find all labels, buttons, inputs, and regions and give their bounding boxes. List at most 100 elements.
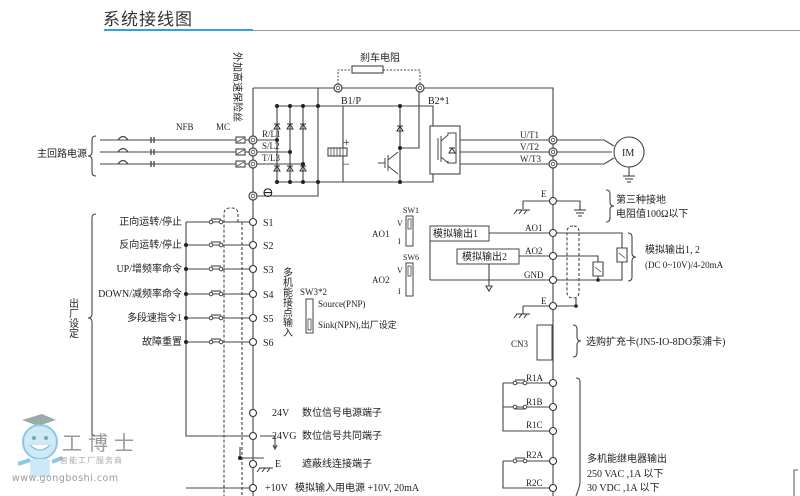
- motor-label: IM: [622, 148, 634, 159]
- sw3-sink: Sink(NPN),出厂设定: [318, 319, 397, 330]
- terminal-e1: [548, 196, 558, 206]
- term-e-desc: 遮蔽线连接端子: [302, 457, 372, 470]
- ao2-terminal-label: AO2: [525, 246, 543, 256]
- s5-label: S5: [263, 314, 274, 325]
- factory-brace: [87, 213, 97, 437]
- term-e: E: [275, 459, 281, 470]
- title-underline-accent: [104, 29, 253, 31]
- main-circuit: [87, 65, 645, 496]
- expansion-card-note: 选购扩充卡(JN5-IO-8DO泵浦卡): [586, 335, 725, 348]
- w-label: W/T3: [520, 154, 541, 164]
- v-label: V/T2: [520, 142, 539, 152]
- sw3-label: SW3*2: [300, 287, 327, 297]
- u-label: U/T1: [520, 130, 539, 140]
- sw3-switch[interactable]: [305, 298, 314, 334]
- s2-label: S2: [263, 241, 274, 252]
- terminal-s-label: S/L2: [262, 141, 280, 151]
- ground-brace: [605, 189, 615, 223]
- factory-setting-label: 出厂设定: [67, 297, 79, 339]
- r2c-label: R2C: [526, 478, 543, 488]
- r2a-label: R2A: [526, 450, 544, 460]
- terminal-s: [248, 147, 258, 157]
- page-title: 系统接线图: [103, 10, 193, 30]
- term-24v: 24V: [272, 408, 290, 419]
- term-24vg: 24VG: [272, 431, 296, 442]
- term-10v: +10V: [265, 483, 289, 494]
- gnd-terminal-label: GND: [524, 270, 544, 280]
- relay-note-2: 250 VAC ,1A 以下: [587, 469, 663, 480]
- input-brace: [87, 135, 97, 177]
- dc-capacitor: [327, 147, 348, 157]
- terminal-r: [248, 135, 258, 145]
- fuse-label: 外加高速保险丝: [231, 52, 244, 122]
- ao2-side-label: AO2: [372, 275, 390, 285]
- e-label-1: E: [541, 189, 547, 199]
- terminal-w: [548, 159, 558, 169]
- input-3-label: UP/增频率命令: [116, 262, 182, 275]
- terminal-b1: [333, 83, 343, 93]
- nfb-breakers: [117, 135, 129, 165]
- sw1-v: V: [397, 219, 403, 228]
- sw1-label: SW1: [403, 206, 419, 215]
- analog-output-2-label: 模拟输出2: [462, 250, 507, 263]
- input-1-label: 正向运转/停止: [119, 215, 182, 228]
- ground-note-1: 第三种接地: [616, 193, 666, 206]
- s4-label: S4: [263, 290, 274, 301]
- watermark-mascot-icon: [17, 414, 63, 477]
- brake-resistor-label: 刹车电阻: [360, 51, 400, 64]
- ao-note-2: (DC 0~10V)/4-20mA: [645, 260, 724, 270]
- input-5-label: 多段速指令1: [127, 311, 182, 324]
- mc-contacts: [150, 137, 155, 167]
- ground-note-2: 电阻值100Ω以下: [616, 207, 688, 220]
- s3-label: S3: [263, 265, 274, 276]
- ao-brace: [627, 232, 637, 282]
- mc-label: MC: [216, 122, 230, 132]
- analog-output-1-label: 模拟输出1: [433, 227, 478, 240]
- ao1-terminal-label: AO1: [525, 223, 543, 233]
- ao-note-1: 模拟输出1, 2: [645, 243, 700, 256]
- sw1-i: I: [398, 237, 401, 246]
- input-contacts: [208, 218, 224, 345]
- watermark-url: www.gongboshi.com: [12, 473, 119, 484]
- sw6-v: V: [397, 266, 403, 275]
- cn3-connector: [536, 324, 553, 361]
- inverter-module: [429, 125, 461, 175]
- brake-resistor: [351, 65, 384, 74]
- term-10v-desc: 模拟输入用电源 +10V, 20mA: [295, 481, 420, 494]
- b2-label: B2*1: [428, 96, 450, 107]
- relay-note-3: 30 VDC ,1A 以下: [587, 483, 660, 494]
- terminal-b2: [415, 83, 425, 93]
- sw6-label: SW6: [403, 253, 419, 262]
- sw6-switch[interactable]: [405, 262, 414, 297]
- terminal-v: [548, 147, 558, 157]
- s1-label: S1: [263, 218, 274, 229]
- analog-output-1-box: [429, 225, 490, 242]
- input-6-label: 故障重置: [142, 335, 182, 348]
- negative-symbol: ⊖: [262, 186, 274, 201]
- watermark-brand: 工博士: [62, 431, 140, 455]
- terminal-t-label: T/L3: [262, 153, 280, 163]
- cn3-label: CN3: [511, 339, 529, 349]
- sw3-source: Source(PNP): [318, 299, 366, 309]
- term-24v-desc: 数位信号电源端子: [302, 406, 382, 419]
- r1a-label: R1A: [526, 373, 544, 383]
- nfb-label: NFB: [176, 122, 194, 132]
- sw6-i: I: [398, 287, 401, 296]
- shield-cable: [223, 207, 239, 496]
- b1-label: B1/P: [341, 96, 361, 107]
- top-bus: [253, 87, 554, 496]
- terminal-u: [548, 135, 558, 145]
- multi-input-label: 多机能接点输入: [281, 266, 293, 337]
- ao1-side-label: AO1: [372, 229, 390, 239]
- watermark-subtitle: 智能工厂服务商: [60, 456, 123, 465]
- sw1-switch[interactable]: [405, 215, 414, 247]
- minus-symbol: −: [343, 157, 350, 171]
- terminal-t: [248, 159, 258, 169]
- terminal-neg: [248, 191, 258, 201]
- terminal-r-label: R/L1: [262, 129, 281, 139]
- plus-symbol: +: [343, 135, 350, 149]
- ao-shield: [566, 225, 580, 299]
- s6-label: S6: [263, 338, 274, 349]
- analog-output-2-box: [456, 248, 520, 265]
